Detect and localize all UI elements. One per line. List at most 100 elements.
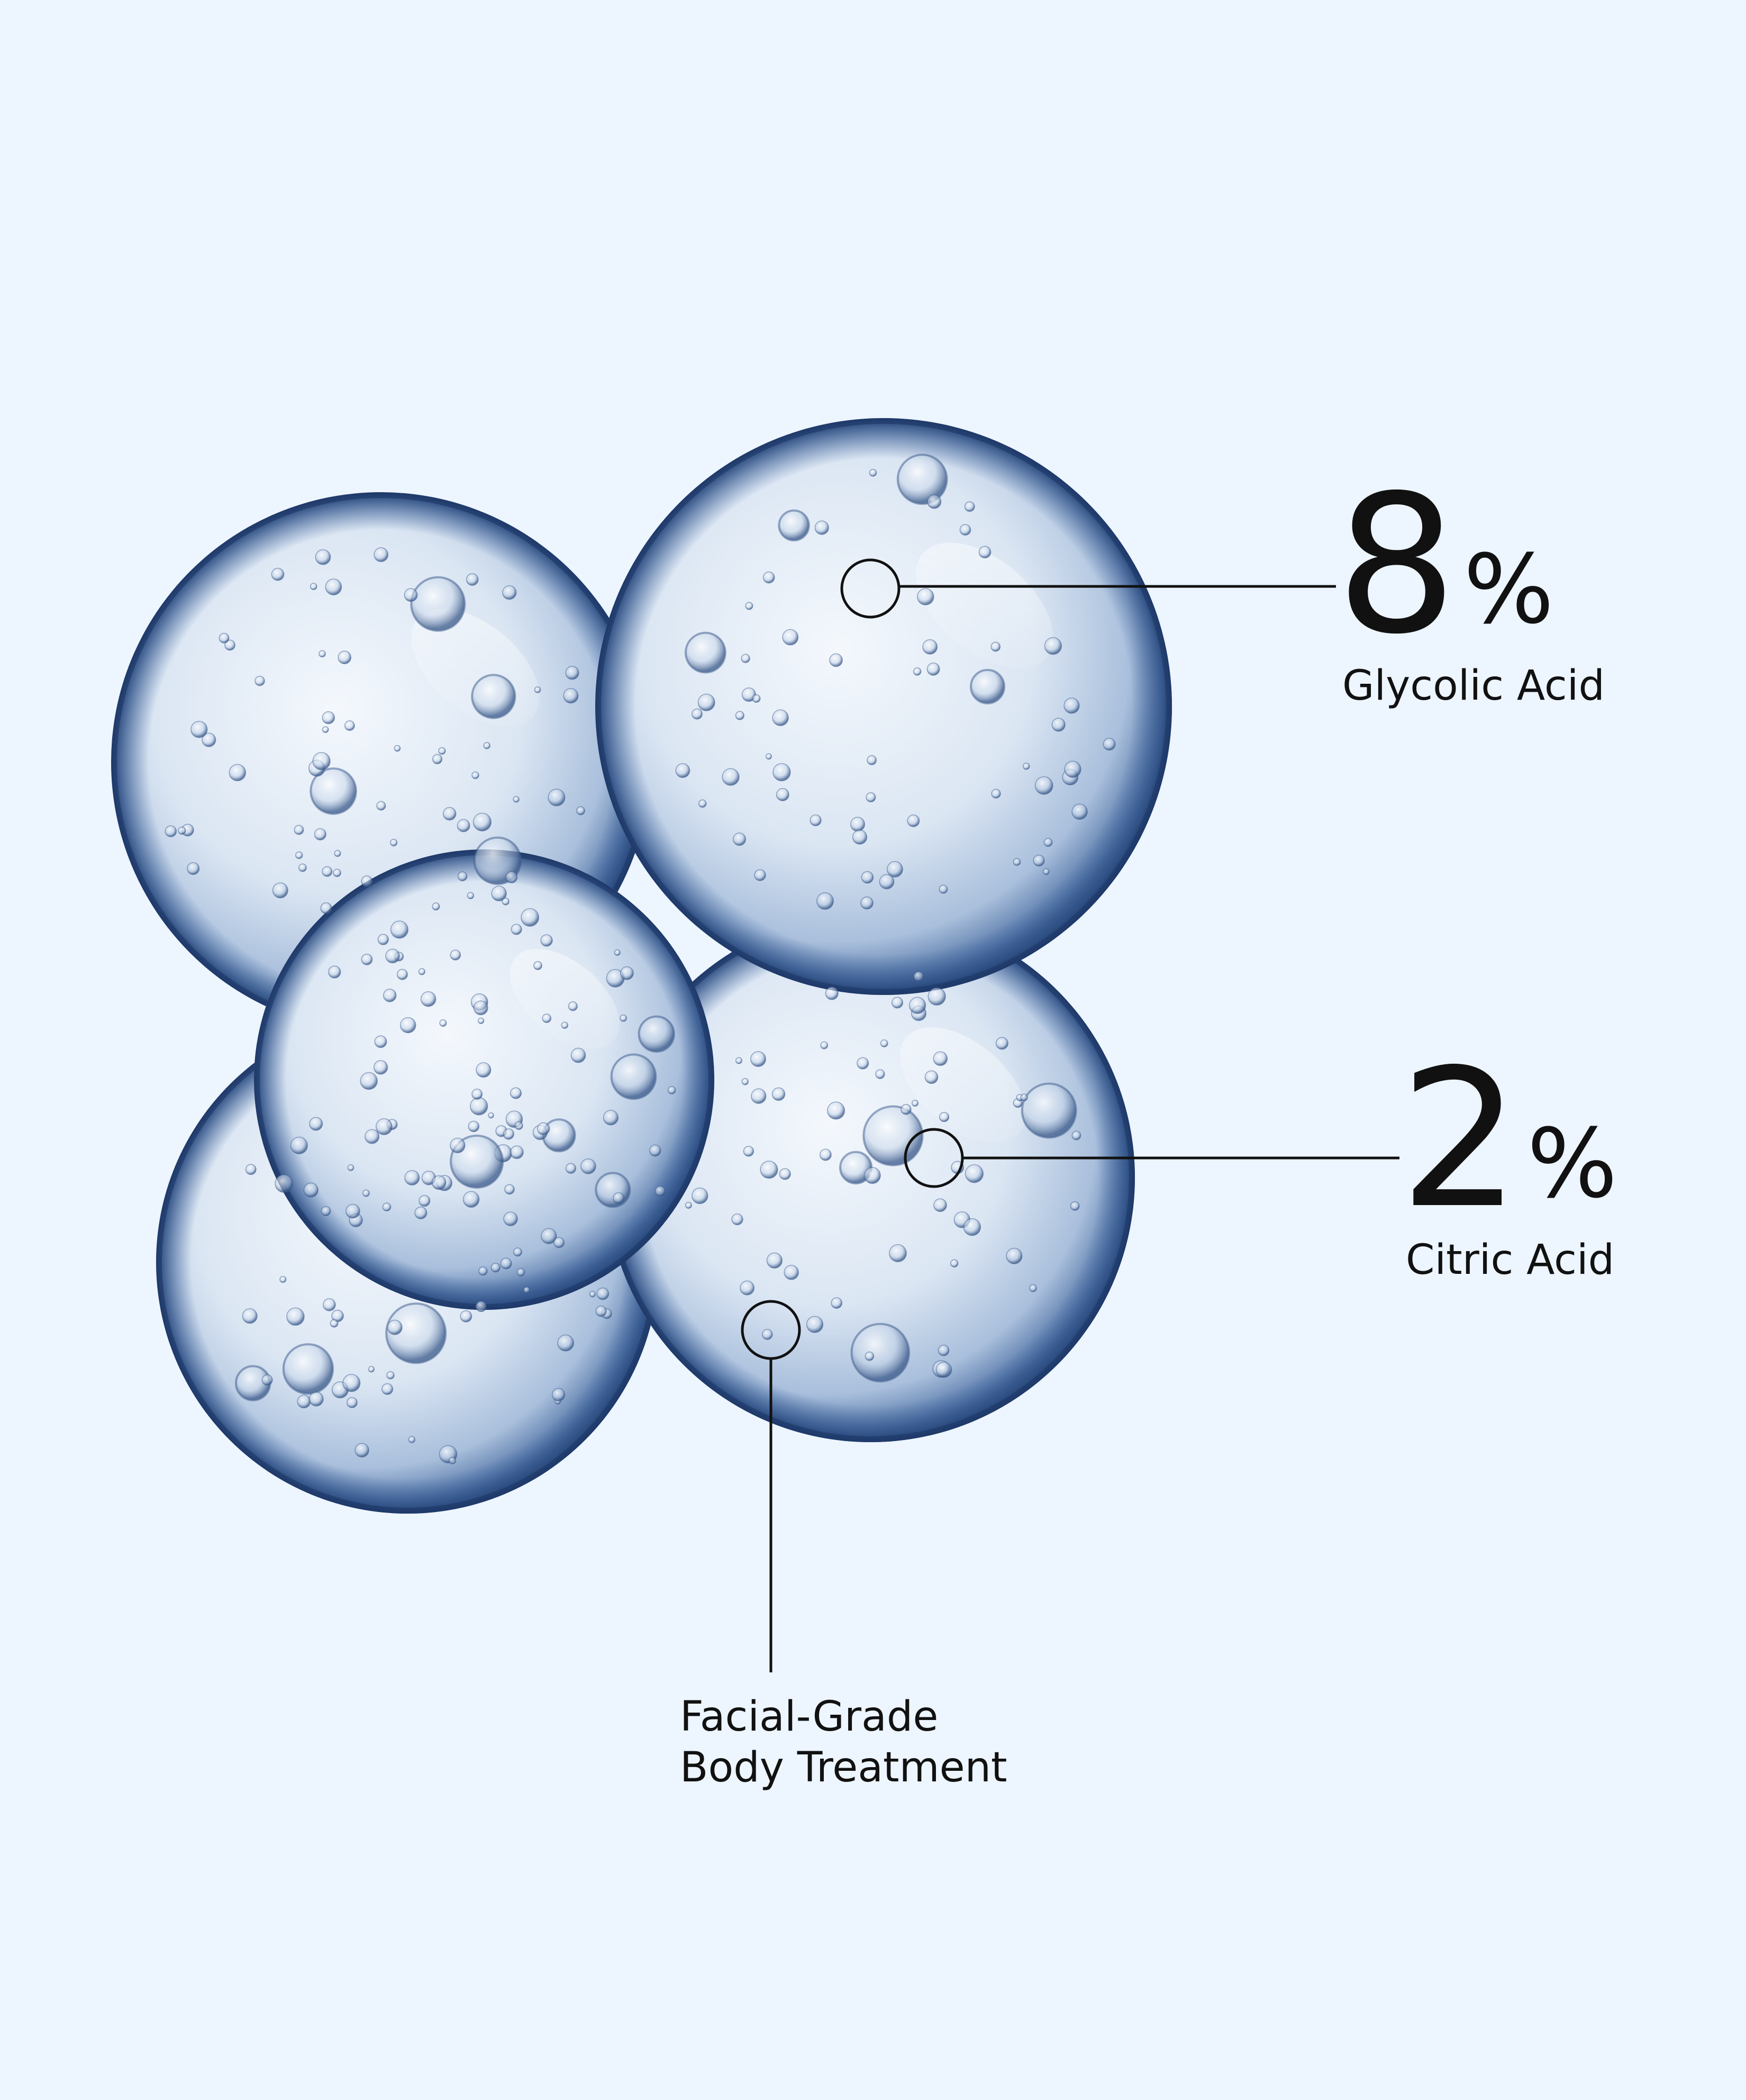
air-bubble (939, 1111, 950, 1123)
air-bubble (414, 1206, 428, 1219)
air-bubble (404, 1170, 420, 1185)
air-bubble (449, 1456, 457, 1464)
air-bubble (907, 814, 920, 827)
air-bubble (603, 1110, 619, 1126)
air-bubble (286, 1307, 305, 1326)
air-bubble (735, 711, 744, 720)
air-bubble (561, 1021, 569, 1029)
air-bubble (315, 549, 331, 565)
air-bubble (439, 1019, 447, 1027)
air-bubble (784, 1265, 799, 1280)
air-bubble (254, 675, 265, 686)
air-bubble (771, 1087, 786, 1101)
air-bubble (418, 968, 425, 975)
air-bubble (950, 1259, 959, 1268)
air-bubble (908, 997, 926, 1014)
air-bubble (361, 875, 373, 887)
air-bubble (565, 1163, 577, 1174)
glycolic-percentage-value: 8 (1336, 454, 1457, 676)
air-bubble (308, 1391, 324, 1407)
air-bubble (861, 871, 874, 884)
air-bubble (675, 763, 690, 778)
air-bubble (360, 1072, 378, 1090)
air-bubble (346, 1397, 358, 1408)
air-bubble (477, 1017, 485, 1024)
treatment-label-line-2: Body Treatment (680, 1744, 1007, 1791)
air-bubble (1006, 1247, 1023, 1264)
treatment-label-line-1: Facial-Grade (680, 1693, 939, 1741)
air-bubble (242, 1308, 258, 1324)
air-bubble (431, 1175, 447, 1190)
air-bubble (760, 1161, 778, 1179)
air-bubble (478, 1266, 488, 1276)
air-bubble (361, 953, 373, 965)
air-bubble (867, 755, 877, 765)
air-bubble (473, 1000, 488, 1016)
air-bubble (282, 1343, 334, 1395)
air-bubble (457, 819, 470, 832)
air-bubble (389, 838, 398, 847)
air-bubble (880, 1039, 888, 1047)
air-bubble (816, 892, 834, 910)
air-bubble (322, 711, 335, 725)
air-bubble (309, 1117, 323, 1131)
air-bubbles (165, 454, 1116, 1464)
air-bubble (536, 1122, 550, 1136)
air-bubble (328, 965, 341, 979)
air-bubble (698, 799, 707, 808)
air-bubble (731, 1213, 743, 1226)
air-bubble (510, 1087, 522, 1099)
air-bubble (995, 1037, 1008, 1050)
air-bubble (1071, 1130, 1081, 1140)
air-bubble (810, 814, 822, 827)
air-bubble (1071, 803, 1088, 820)
air-bubble (863, 1167, 881, 1184)
air-bubble (692, 1187, 708, 1205)
air-bubble (825, 986, 839, 1000)
air-bubble (1070, 1201, 1080, 1211)
air-bubble (963, 1218, 981, 1236)
air-bubble (827, 1101, 845, 1120)
air-bubble (396, 968, 408, 980)
air-bubble (382, 1202, 392, 1211)
air-bubble (387, 1319, 403, 1335)
air-bubble (697, 693, 715, 711)
air-bubble (1034, 776, 1053, 795)
air-bubble (272, 882, 288, 899)
air-bubble (862, 1105, 924, 1166)
air-bubble (850, 817, 866, 832)
air-bubble (385, 948, 400, 964)
air-bubble (410, 576, 466, 632)
air-bubble (819, 1148, 832, 1161)
air-bubble (420, 991, 436, 1007)
air-bubble (922, 639, 938, 655)
air-bubble (476, 1062, 492, 1078)
air-bubble (345, 1203, 360, 1219)
callout-treatment-marker (741, 1300, 801, 1672)
air-bubble (933, 1198, 947, 1212)
air-bubble (806, 1316, 824, 1333)
air-bubble (362, 1189, 370, 1197)
air-bubble (938, 1344, 950, 1356)
air-bubble (1033, 854, 1045, 867)
air-bubble (589, 1291, 596, 1298)
air-bubble (513, 796, 520, 803)
air-bubble (450, 1137, 466, 1154)
air-bubble (190, 721, 208, 738)
air-bubble (831, 1297, 843, 1309)
air-bubble (857, 1057, 869, 1070)
air-bubble (374, 547, 389, 563)
air-bubble (365, 1129, 380, 1144)
air-bubble (901, 1103, 912, 1115)
air-bubble (381, 1383, 394, 1395)
air-bubble (502, 585, 517, 600)
air-bubble (229, 764, 247, 782)
air-bubble (595, 1305, 607, 1317)
air-bubble (563, 688, 579, 704)
air-bubble (295, 851, 303, 859)
air-bubble (468, 1120, 480, 1133)
air-bubble (762, 571, 775, 584)
air-bubble (1022, 762, 1030, 770)
air-bubble (557, 1334, 575, 1352)
